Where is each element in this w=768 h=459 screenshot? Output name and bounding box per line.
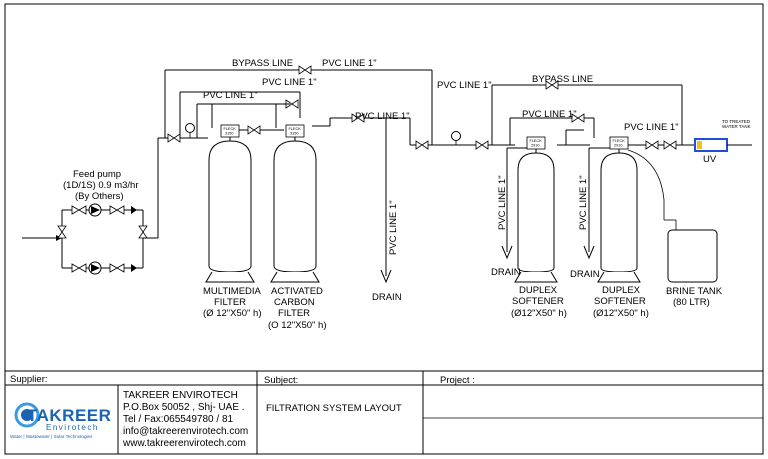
svg-text:3150: 3150 [290, 132, 298, 136]
subject-value: FILTRATION SYSTEM LAYOUT [266, 403, 402, 414]
gate-valve-icon [351, 113, 365, 123]
pvc-line-vertical-soft2-label: PVC LINE 1" [578, 175, 589, 230]
treated-label-1: TO TREATED [722, 119, 751, 124]
title-block [5, 370, 763, 454]
company-address: P.O.Box 50052 , Shj- UAE . [123, 402, 245, 413]
pvc-line-vertical-soft1-label: PVC LINE 1" [497, 175, 508, 230]
softener-2-label-3: (Ø12"X50" h) [593, 308, 649, 319]
pvc-line-vertical-drain-label: PVC LINE 1" [388, 200, 399, 255]
feed-pump-label-2: (1D/1S) 0.9 m3/hr [63, 180, 139, 191]
carbon-label-4: (O 12"X50" h) [268, 320, 327, 331]
check-valve-icon [131, 264, 137, 272]
gate-valve-icon [109, 263, 125, 273]
gate-valve-icon [167, 133, 181, 143]
brine-label-1: BRINE TANK [666, 286, 723, 297]
pvc-line-carbon-label: PVC LINE 1" [262, 77, 317, 88]
inlet-line [22, 235, 62, 241]
pvc-line-top-label: PVC LINE 1" [322, 58, 377, 69]
multimedia-label-2: FILTER [214, 297, 246, 308]
company-email: info@takreerenvirotech.com [123, 426, 248, 437]
feed-pump-label-1: Feed pump [73, 169, 121, 180]
svg-text:FLECK: FLECK [613, 139, 626, 143]
company-logo: TAKREER Envirotech Water | Wastewater | … [10, 402, 111, 439]
uv-label: UV [703, 154, 717, 165]
brine-label-2: (80 LTR) [673, 297, 710, 308]
gate-valve-icon [71, 205, 87, 215]
company-website: www.takreerenvirotech.com [122, 438, 246, 449]
gate-valve-icon [663, 140, 677, 150]
gate-valve-icon [138, 225, 148, 239]
carbon-label-1: ACTIVATED [271, 286, 323, 297]
carbon-filter-vessel: FLECK 3150 [270, 124, 320, 283]
multimedia-label-3: (Ø 12"X50" h) [203, 308, 262, 319]
softener-1-label-1: DUPLEX [519, 285, 558, 296]
drain-1-label: DRAIN [372, 292, 402, 303]
pvc-line-multimedia-label: PVC LINE 1" [203, 90, 258, 101]
svg-text:2910: 2910 [614, 144, 622, 148]
softener-1-vessel: FLECK 2910 [514, 136, 558, 283]
gate-valve-icon [475, 140, 489, 150]
svg-text:FLECK: FLECK [289, 127, 302, 131]
gate-valve-icon [71, 263, 87, 273]
svg-text:3150: 3150 [225, 132, 233, 136]
gate-valve-icon [109, 205, 125, 215]
gate-valve-icon [57, 225, 67, 239]
carbon-label-3: FILTER [278, 308, 310, 319]
svg-text:FLECK: FLECK [224, 127, 237, 131]
pvc-line-mid-label: PVC LINE 1" [355, 111, 410, 122]
company-phone: Tel / Fax:065549780 / 81 [123, 414, 234, 425]
feed-pump-label-3: (By Others) [75, 191, 124, 202]
treated-label-2: WATER TANK [722, 124, 751, 129]
svg-text:Water | Wastewater | Solar Tec: Water | Wastewater | Solar Technologies [10, 434, 93, 439]
gate-valve-icon [571, 113, 585, 123]
svg-text:Envirotech: Envirotech [46, 423, 99, 432]
company-name: TAKREER ENVIROTECH [123, 390, 238, 401]
softener-2-label-2: SOFTENER [594, 296, 646, 307]
gate-valve-icon [545, 80, 559, 90]
uv-unit [694, 138, 728, 152]
pressure-gauge-icon [185, 123, 195, 138]
drawing-border [4, 3, 764, 455]
multimedia-filter-vessel: FLECK 3150 [205, 124, 255, 283]
feed-pump-skid [57, 203, 148, 275]
subject-label: Subject: [264, 375, 298, 386]
pvc-line-softener-2-label: PVC LINE 1" [624, 122, 679, 133]
softener-2-vessel: FLECK 2910 [597, 136, 641, 283]
softener-2-label-1: DUPLEX [602, 285, 641, 296]
gate-valve-icon [645, 140, 659, 150]
gate-valve-icon [415, 140, 429, 150]
supplier-label: Supplier: [10, 374, 48, 385]
check-valve-icon [131, 206, 137, 214]
drain-2-label: DRAIN [491, 267, 521, 278]
carbon-label-2: CARBON [274, 297, 315, 308]
pressure-gauge-icon [451, 131, 461, 145]
project-label: Project : [440, 375, 475, 386]
svg-text:FLECK: FLECK [530, 139, 543, 143]
drain-3-label: DRAIN [570, 269, 600, 280]
softener-1-label-2: SOFTENER [512, 296, 564, 307]
brine-tank [667, 229, 718, 283]
pvc-line-softener-top-label: PVC LINE 1" [437, 80, 492, 91]
multimedia-label-1: MULTIMEDIA [203, 286, 262, 297]
svg-text:TAKREER: TAKREER [27, 406, 111, 425]
gate-valve-icon [247, 125, 261, 135]
bypass-line-2-label: BYPASS LINE [532, 74, 593, 85]
svg-text:2910: 2910 [531, 144, 539, 148]
bypass-line-1-label: BYPASS LINE [232, 58, 293, 69]
pvc-line-softener-1-label: PVC LINE 1" [522, 109, 577, 120]
softener-1-label-3: (Ø12"X50" h) [511, 308, 567, 319]
gate-valve-icon [298, 65, 312, 75]
